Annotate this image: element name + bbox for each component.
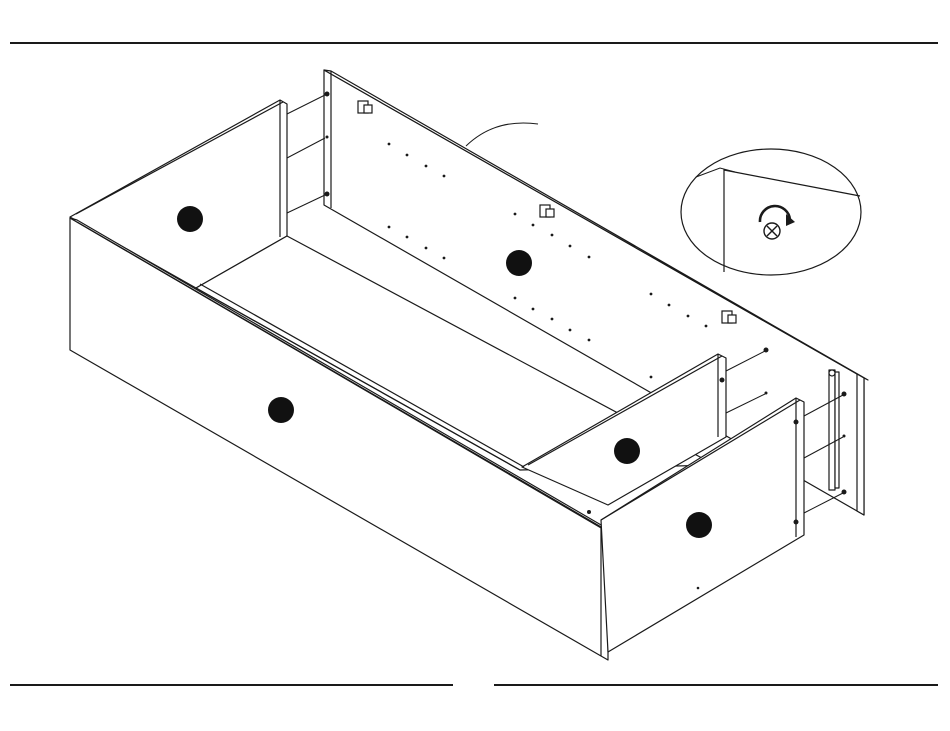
panel-marker-left-side (177, 206, 203, 232)
panel-marker-divider (614, 438, 640, 464)
detail-callout (681, 149, 861, 275)
panel-marker-front (268, 397, 294, 423)
detail-leader-line (466, 123, 538, 146)
panel-marker-back (506, 250, 532, 276)
drawer-runner (829, 370, 839, 490)
panel-marker-right-side (686, 512, 712, 538)
